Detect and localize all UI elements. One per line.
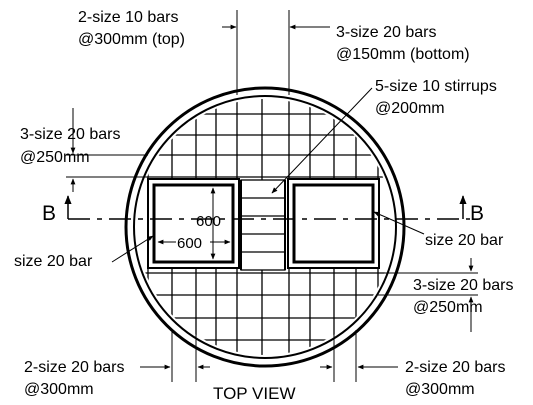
stirrups-leader (271, 87, 373, 194)
inner-ring (133, 95, 397, 359)
right-bars-label-2: @250mm (413, 299, 483, 316)
outer-ring (124, 86, 406, 368)
right-extension-lines (378, 272, 478, 296)
top-bars-label-2: @300mm (top) (78, 31, 185, 48)
top-bars-label-1: 2-size 10 bars (78, 9, 179, 26)
section-label-left: B (42, 202, 56, 225)
bottom-left-label-1: 2-size 20 bars (24, 359, 125, 376)
stirrup-strip (240, 179, 286, 271)
right-pedestal (287, 178, 380, 269)
bottom-right-label-1: 2-size 20 bars (405, 359, 506, 376)
stirrups-label-1: 5-size 10 stirrups (375, 78, 497, 95)
top-extension-lines (236, 10, 290, 95)
left-extension-lines (66, 154, 148, 178)
bottom-left-label-2: @300mm (24, 381, 94, 398)
left-bars-label-2: @250mm (20, 149, 90, 166)
bottom-extension-lines (171, 330, 357, 382)
size20-left-label: size 20 bar (14, 253, 93, 270)
dim-horizontal-text: 600 (177, 235, 202, 252)
size20-right-leader (373, 211, 425, 235)
bottom-bars-label-1: 3-size 20 bars (336, 24, 437, 41)
bottom-right-label-2: @300mm (405, 381, 475, 398)
size20-left-leader (111, 235, 154, 263)
left-pedestal (147, 178, 240, 269)
view-caption: TOP VIEW (213, 384, 296, 403)
section-label-right: B (470, 202, 484, 225)
dim-vertical-text: 600 (196, 213, 221, 230)
bottom-bars-label-2: @150mm (bottom) (336, 46, 470, 63)
size20-right-label: size 20 bar (425, 232, 504, 249)
left-bars-label-1: 3-size 20 bars (20, 126, 121, 143)
stirrups-label-2: @200mm (375, 100, 445, 117)
right-bars-label-1: 3-size 20 bars (413, 277, 514, 294)
